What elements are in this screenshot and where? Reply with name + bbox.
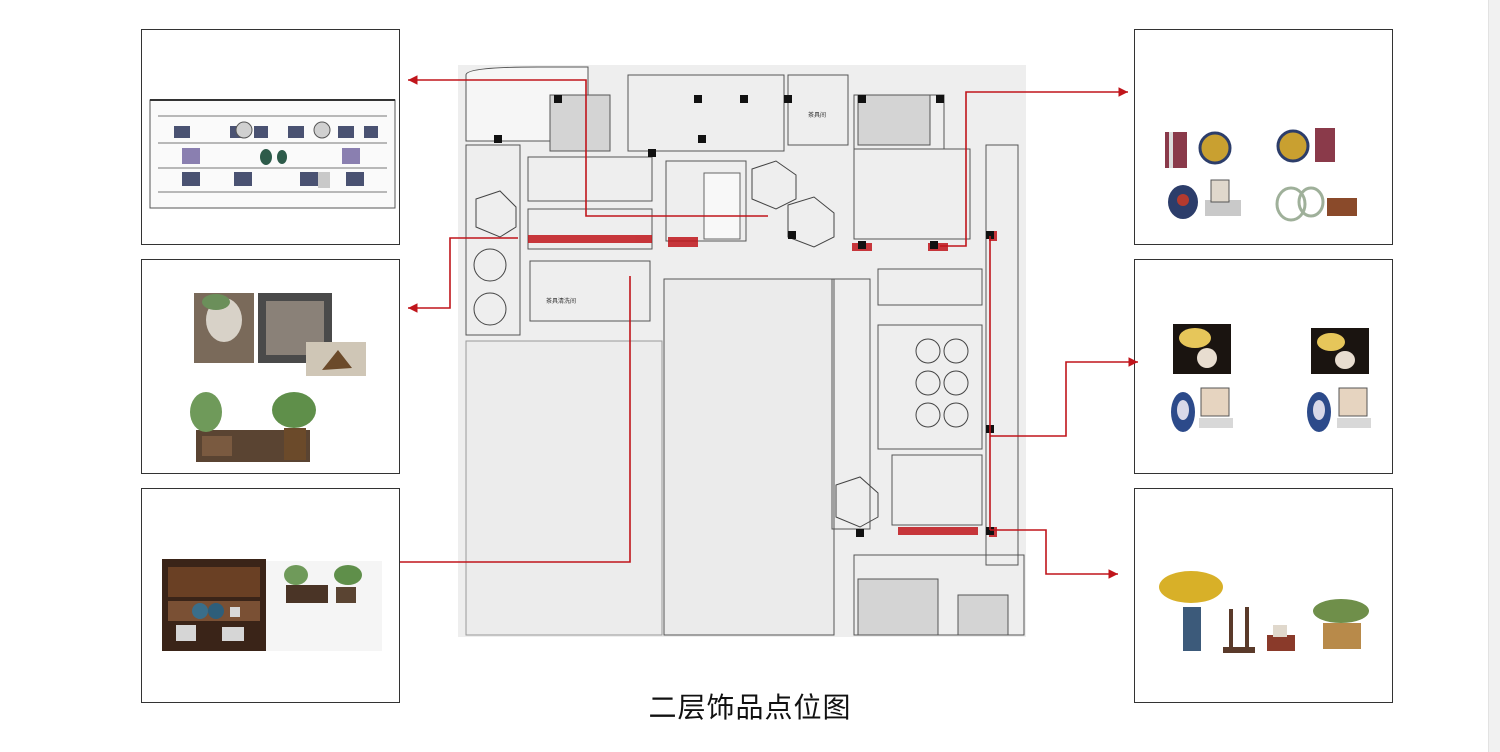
middle-left-panel <box>141 259 400 474</box>
plan-label-a: 茶具间 <box>808 111 826 119</box>
flowers-image <box>1159 571 1369 653</box>
bottom-left-panel <box>141 488 400 703</box>
ornaments-image <box>1165 128 1357 222</box>
connector-bottom-left <box>400 276 631 563</box>
porcelain-image <box>1171 324 1371 432</box>
scrollbar[interactable] <box>1488 0 1500 752</box>
top-left-panel <box>141 29 400 245</box>
diagram-caption: 二层饰品点位图 <box>648 691 852 724</box>
connector-top-right <box>940 87 1128 247</box>
connector-top-left <box>408 75 768 217</box>
connector-middle-left <box>408 237 518 313</box>
connector-bottom-right <box>990 529 1118 579</box>
middle-right-panel <box>1134 259 1393 474</box>
decor-photos <box>190 293 366 462</box>
top-right-panel <box>1134 29 1393 245</box>
display-shelf-image <box>149 99 396 209</box>
cabinet-photo <box>162 559 382 651</box>
connector-middle-right <box>990 357 1138 437</box>
plan-label-b: 茶具清洗间 <box>546 297 576 305</box>
bottom-right-panel <box>1134 488 1393 703</box>
